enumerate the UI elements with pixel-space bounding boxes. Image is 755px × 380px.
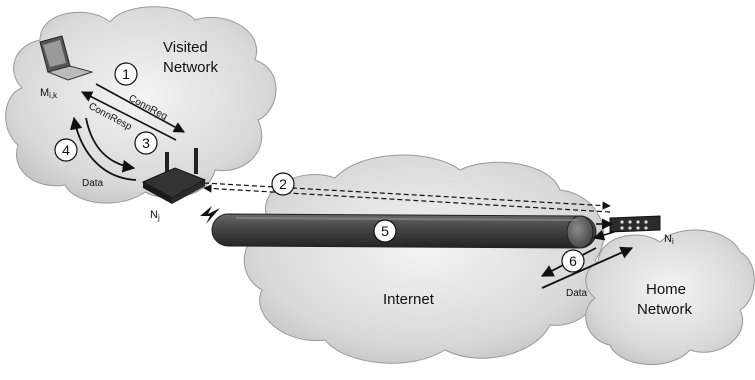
dashed-path-arrows [203, 182, 611, 213]
tunnel-end-arrows [592, 218, 615, 241]
svg-text:1: 1 [122, 66, 130, 82]
data-visited-label: Data [82, 178, 104, 189]
internet-label: Internet [383, 291, 435, 308]
lightning-icon [200, 206, 220, 224]
router-icon [141, 148, 207, 204]
home-gateway-label: Ni [664, 233, 674, 246]
visited-network-label-1: Visited [163, 39, 208, 56]
step-5-badge: 5 [373, 219, 397, 243]
data-visited-arrows [69, 116, 137, 181]
svg-text:5: 5 [381, 223, 389, 239]
home-network-label-2: Network [637, 301, 693, 318]
visited-network-label-2: Network [163, 59, 219, 76]
conn-resp-arrow [81, 91, 177, 141]
svg-text:4: 4 [62, 142, 70, 158]
step-2-badge: 2 [271, 172, 295, 196]
step-4-badge: 4 [54, 138, 78, 162]
internet-cloud: Internet [243, 154, 605, 364]
step-1-badge: 1 [114, 62, 138, 86]
mobile-node-label: Mi,k [40, 87, 58, 100]
gateway-icon [609, 215, 661, 233]
svg-text:6: 6 [569, 253, 577, 269]
home-network-label-1: Home [646, 281, 686, 298]
tunnel-tube [211, 213, 597, 249]
home-network-cloud: Home Network [585, 229, 755, 366]
step-6-badge: 6 [561, 249, 585, 273]
visited-ap-label: Nj [150, 209, 160, 222]
svg-text:3: 3 [142, 135, 150, 151]
data-home-label: Data [566, 288, 588, 299]
svg-text:2: 2 [279, 176, 287, 192]
step-3-badge: 3 [134, 131, 158, 155]
laptop-icon [39, 35, 94, 81]
conn-req-arrow [95, 83, 185, 133]
